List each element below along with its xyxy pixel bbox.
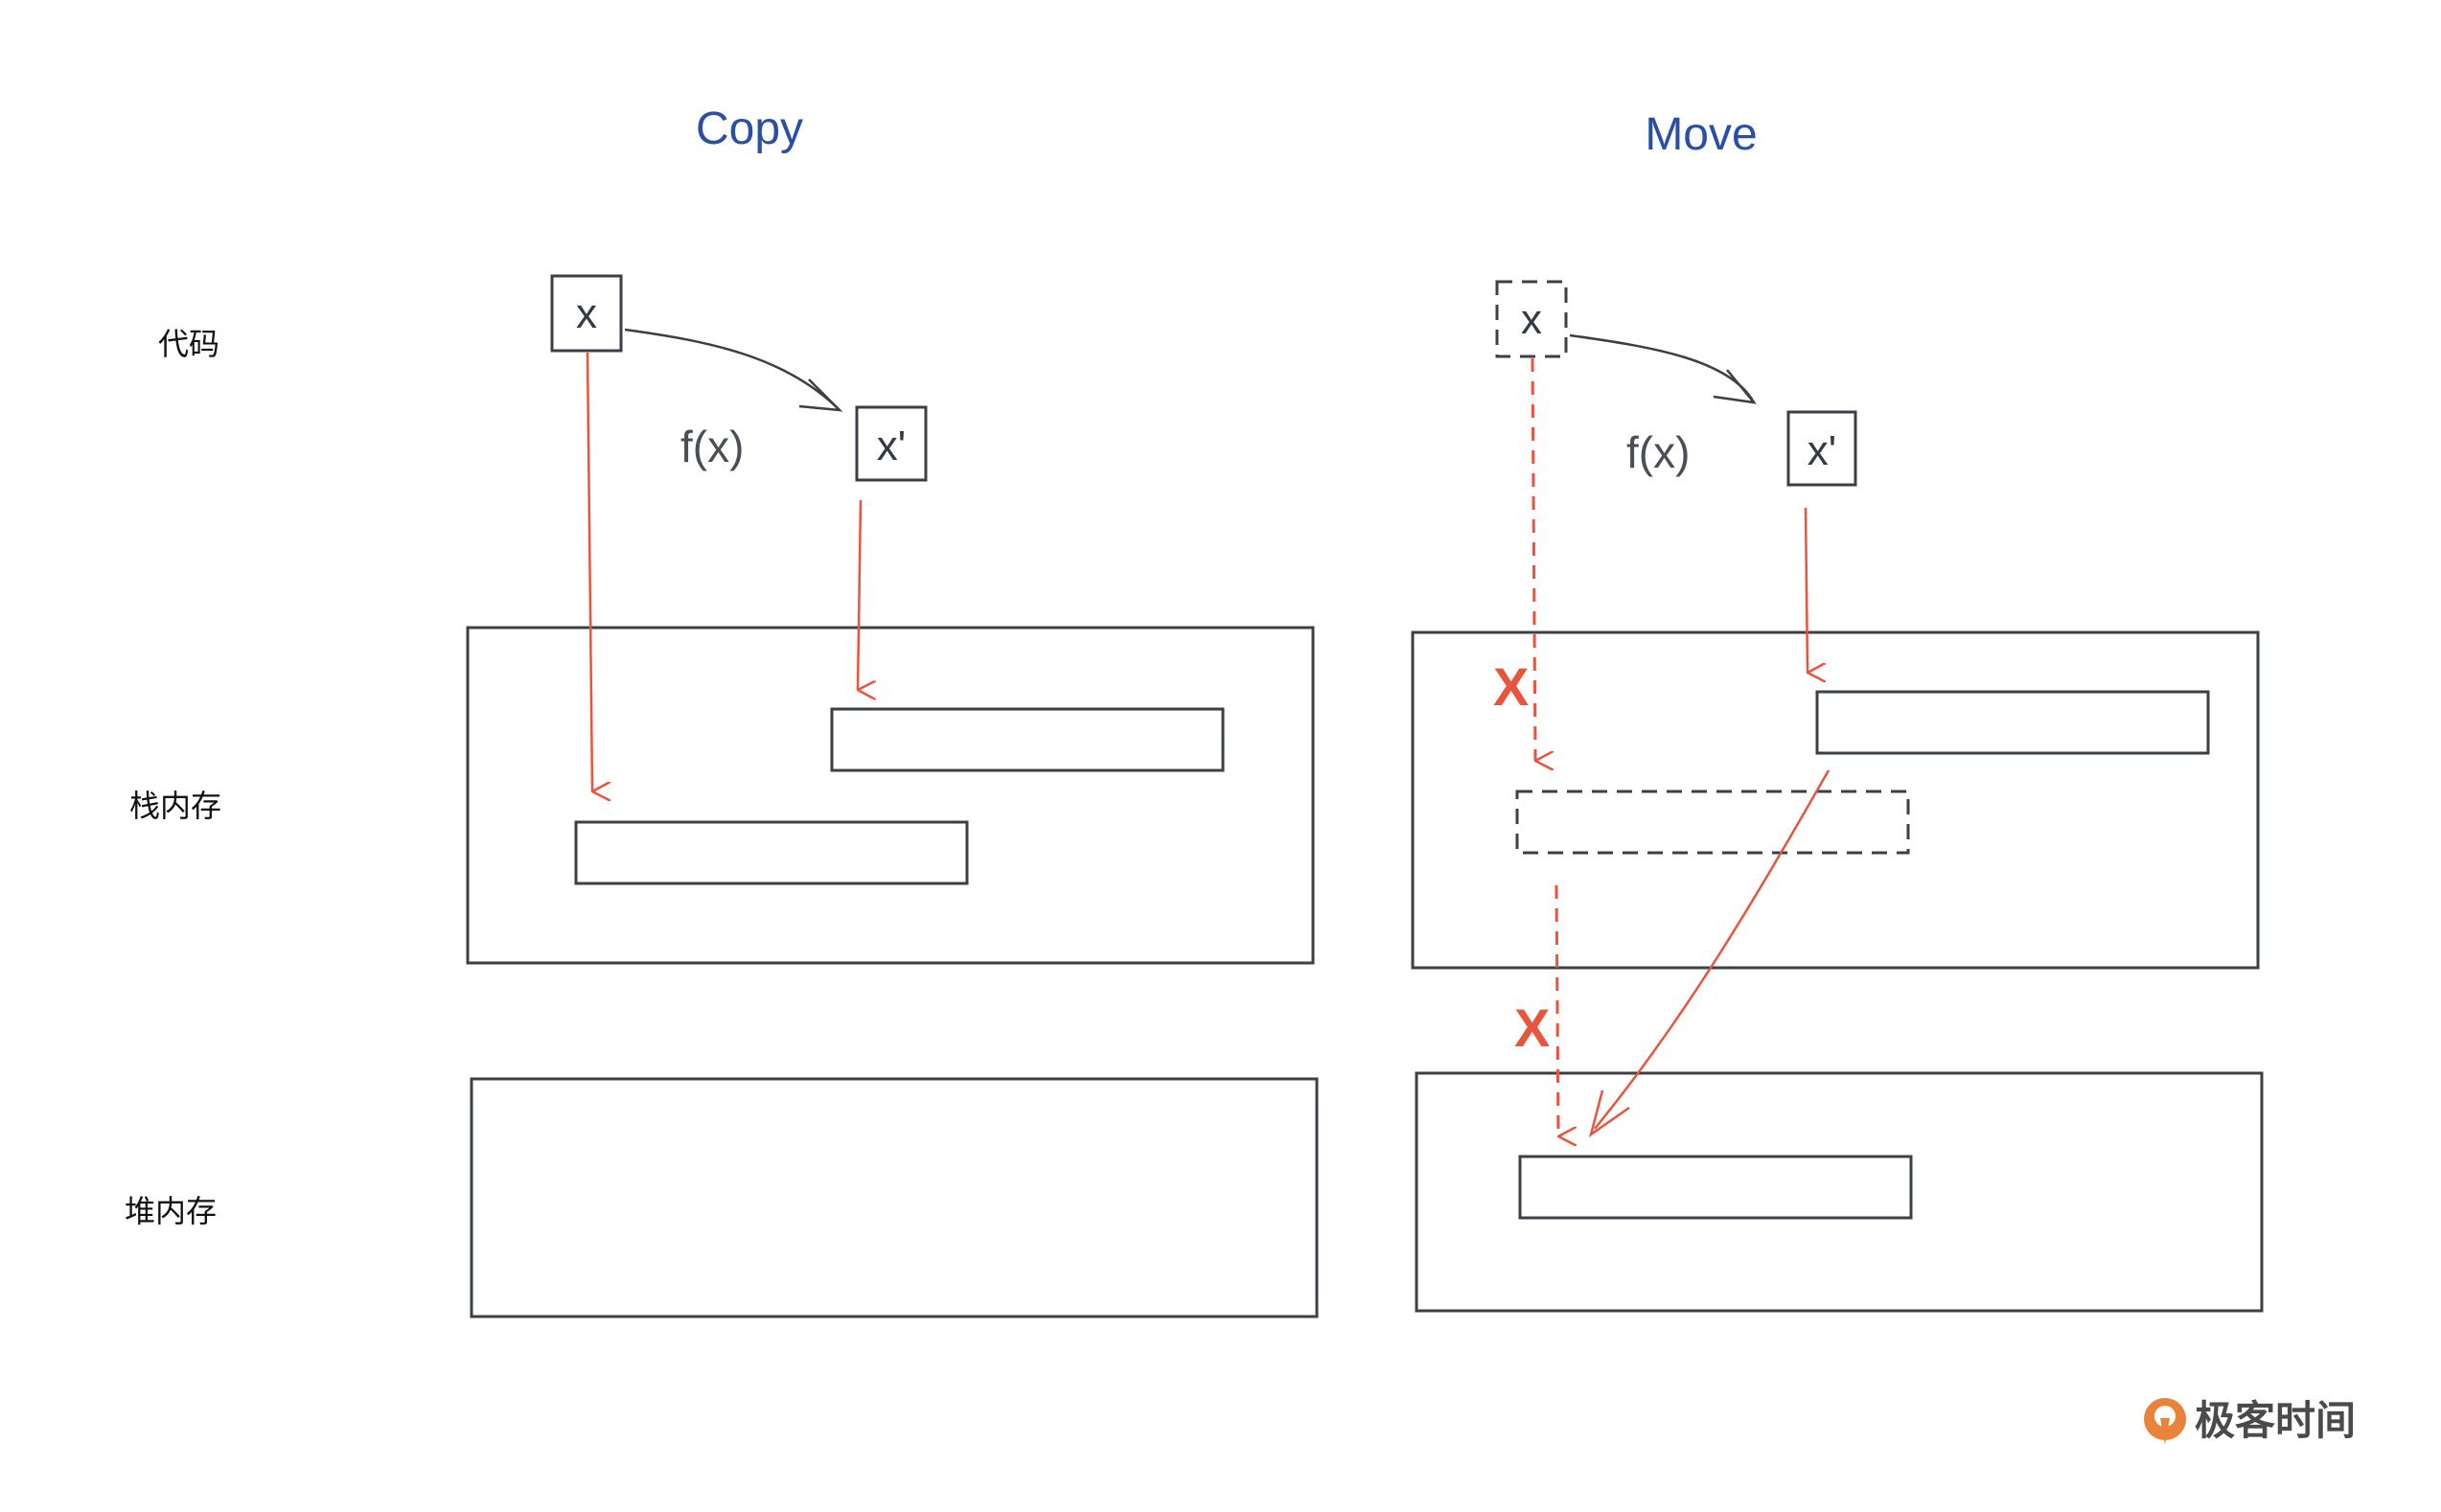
move-var-x-prime-label: x': [1808, 427, 1836, 474]
move-call-arrow: [1569, 333, 1756, 403]
copy-var-x-prime-box: [855, 405, 928, 482]
copy-panel: x x' f(x): [466, 274, 1319, 1318]
row-label-heap: 堆内存: [125, 1193, 217, 1229]
move-var-x-prime-box: [1786, 410, 1857, 487]
copy-x-to-stack-arrow: [586, 352, 592, 791]
row-label-code: 代码: [158, 326, 219, 362]
move-x-prime-to-stack-arrow: [1804, 507, 1808, 673]
move-var-x-label: x: [1521, 296, 1542, 343]
move-func-call: f(x): [1626, 427, 1690, 477]
move-x-prime-to-heap-arrow: [1594, 769, 1831, 1130]
brand-logo-icon: [2144, 1398, 2186, 1445]
move-call-arrowhead: [1713, 369, 1758, 404]
copy-stack-slot-x: [574, 820, 969, 885]
move-invalid-mark-heap: X: [1514, 997, 1550, 1058]
copy-var-x-prime-label: x': [877, 423, 906, 470]
brand-logo: 极客时间: [2144, 1397, 2356, 1445]
copy-title: Copy: [696, 103, 803, 154]
brand-name: 极客时间: [2195, 1397, 2356, 1444]
copy-call-arrowhead: [798, 378, 843, 412]
move-heap-slot: [1518, 1155, 1913, 1220]
move-heap-memory: [1415, 1071, 2264, 1313]
row-label-stack: 栈内存: [129, 788, 221, 824]
copy-stack-memory: [466, 626, 1315, 965]
move-var-x-box: [1495, 280, 1568, 358]
move-stack-to-heap-arrow: [1554, 884, 1558, 1136]
copy-call-arrow: [624, 328, 841, 411]
move-x-prime-to-heap-arrowhead: [1588, 1089, 1630, 1137]
copy-var-x-box: [550, 274, 623, 353]
move-x-to-stack-arrow: [1531, 357, 1535, 761]
move-stack-slot-x-invalid: [1515, 790, 1910, 855]
copy-func-call: f(x): [680, 422, 744, 471]
move-panel: x x' f(x) X X: [1411, 280, 2264, 1313]
copy-stack-slot-x-prime: [830, 707, 1225, 772]
copy-var-x-label: x: [576, 290, 597, 337]
move-title: Move: [1645, 109, 1757, 160]
copy-heap-memory: [470, 1077, 1319, 1318]
move-stack-slot-x-prime: [1815, 690, 2210, 755]
copy-x-prime-to-stack-arrow: [856, 499, 861, 690]
move-invalid-mark-stack: X: [1493, 656, 1529, 717]
move-stack-memory: [1411, 630, 2260, 970]
